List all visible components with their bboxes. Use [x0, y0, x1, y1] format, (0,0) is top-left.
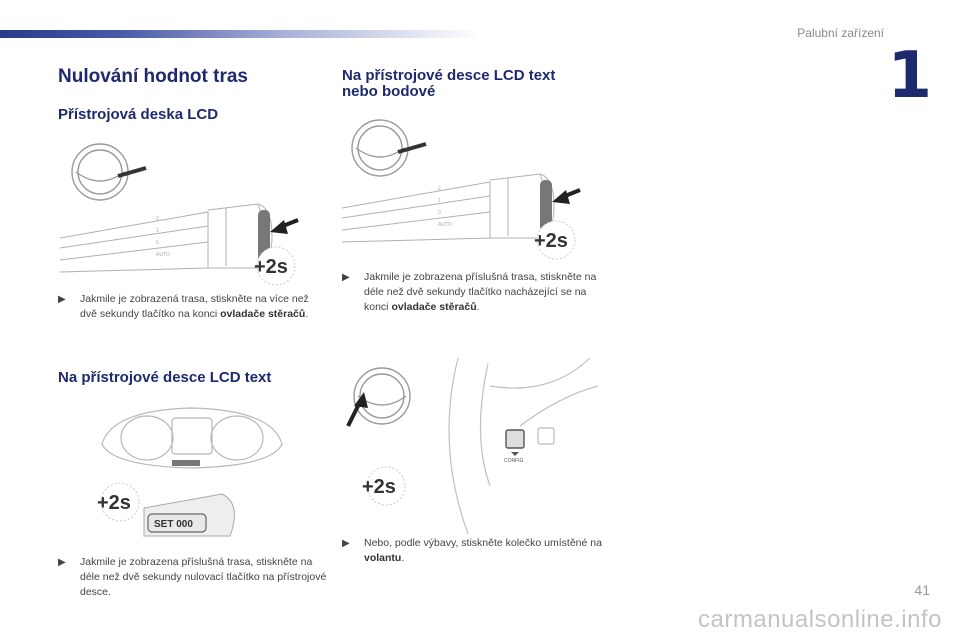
- stopwatch-icon: +2s: [534, 220, 576, 260]
- steering-wheel-thumbwheel-illustration: CONFIG +2s: [346, 357, 599, 535]
- steering-wheel-icon: [351, 119, 427, 177]
- section-label: Palubní zařízení: [797, 26, 884, 40]
- config-button-label: CONFIG: [504, 458, 524, 464]
- press-duration-label: +2s: [362, 476, 396, 498]
- press-duration-label: +2s: [534, 230, 568, 252]
- stalk-mark-2: 2: [156, 216, 159, 222]
- pointer-arrow-icon: [552, 188, 581, 204]
- steering-wheel-icon: [71, 143, 147, 201]
- heading-lcd-text-dot-panel: Na přístrojové desce LCD text nebo bodov…: [342, 67, 556, 100]
- stopwatch-icon: +2s: [254, 246, 296, 286]
- wiper-stalk-illustration-right: 2 1 0 AUTO +2s: [341, 119, 581, 260]
- stalk-mark-0: 0: [438, 210, 441, 216]
- header-color-bar: [0, 30, 480, 38]
- heading-lcd-text-panel: Na přístrojové desce LCD text: [58, 369, 272, 386]
- instrument-panel-illustration: +2s SET 000: [97, 407, 283, 537]
- stalk-mark-1: 1: [156, 228, 159, 234]
- page-number: 41: [914, 582, 930, 598]
- heading-lcd-panel: Přístrojová deska LCD: [58, 106, 219, 123]
- triangle-bullet-icon: ▶: [58, 294, 66, 305]
- paragraph-steering-wheel: ▶ Nebo, podle výbavy, stiskněte kolečko …: [342, 537, 602, 564]
- paragraph-lcd-panel: ▶ Jakmile je zobrazená trasa, stiskněte …: [58, 293, 309, 320]
- wiper-stalk-illustration: 2 1 0 AUTO +2s: [59, 143, 299, 286]
- stopwatch-icon: +2s: [97, 482, 140, 522]
- stalk-mark-0: 0: [156, 240, 159, 246]
- stopwatch-icon: +2s: [362, 466, 406, 506]
- paragraph-lcd-text-panel: ▶ Jakmile je zobrazena příslušná trasa, …: [58, 556, 327, 598]
- stalk-mark-1: 1: [438, 198, 441, 204]
- triangle-bullet-icon: ▶: [342, 272, 350, 283]
- stalk-mark-auto: AUTO: [156, 252, 170, 258]
- chapter-number: 1: [887, 39, 932, 113]
- page-title: Nulování hodnot tras: [58, 66, 248, 87]
- triangle-bullet-icon: ▶: [58, 557, 66, 568]
- paragraph-lcd-text-dot-panel: ▶ Jakmile je zobrazena příslušná trasa, …: [342, 271, 597, 313]
- stalk-mark-2: 2: [438, 186, 441, 192]
- watermark: carmanualsonline.info: [698, 606, 942, 633]
- triangle-bullet-icon: ▶: [342, 538, 350, 549]
- press-duration-label: +2s: [254, 256, 288, 278]
- stalk-mark-auto: AUTO: [438, 222, 452, 228]
- pointer-arrow-icon: [346, 392, 368, 427]
- set-button-label: SET 000: [154, 519, 193, 530]
- press-duration-label: +2s: [97, 492, 131, 514]
- pointer-arrow-icon: [270, 218, 299, 234]
